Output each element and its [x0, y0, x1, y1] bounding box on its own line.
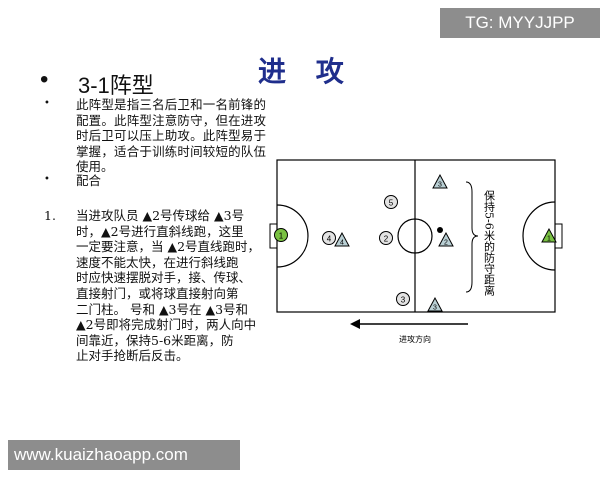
svg-text:3: 3	[401, 296, 406, 305]
bullet-marker: •	[44, 98, 50, 109]
goalkeeper-defender-1: 1	[541, 227, 557, 243]
attacker-5: 5	[384, 195, 398, 209]
defender-3-top: 3	[432, 173, 448, 189]
svg-text:4: 4	[327, 235, 332, 244]
numbered-line: 一定要注意，当 ▲2号直线跑时，	[76, 239, 261, 255]
numbered-marker: 1.	[44, 208, 56, 223]
pitch-outline	[276, 159, 556, 313]
left-penalty-arc	[276, 204, 309, 268]
svg-text:2: 2	[384, 235, 389, 244]
defender-2: 2	[438, 231, 454, 247]
numbered-line: 二门柱。 号和 ▲3号在 ▲3号和	[76, 301, 249, 317]
arrow-head-icon	[350, 319, 360, 329]
svg-text:1: 1	[547, 236, 551, 243]
numbered-line: 直接射门，或将球直接射向第	[76, 286, 239, 301]
numbered-line: 止对手抢断后反击。	[76, 348, 189, 364]
attacker-4: 4	[322, 231, 336, 245]
right-penalty-arc	[522, 201, 556, 271]
attacker-1: 1	[274, 228, 288, 242]
numbered-line: ▲2号即将完成射门时，两人向中	[76, 317, 257, 333]
defender-4: 4	[334, 231, 350, 247]
center-circle	[397, 218, 433, 254]
attacker-2: 2	[379, 231, 393, 245]
ball-icon	[437, 227, 443, 233]
svg-text:3: 3	[438, 182, 442, 189]
formation-description: 此阵型是指三名后卫和一名前锋的配置。此阵型注意防守，但在进攻时后卫可以压上助攻。…	[76, 97, 266, 175]
distance-label: 保持5-6米的防守距离	[483, 189, 496, 297]
svg-text:5: 5	[389, 199, 394, 208]
numbered-line: 间靠近，保持5-6米距离，防	[76, 332, 234, 348]
numbered-line: 当进攻队员 ▲2号传球给 ▲3号	[76, 208, 245, 223]
bullet-marker: •	[44, 174, 50, 185]
direction-label: 进攻方向	[399, 334, 431, 344]
watermark-bottom: www.kuaizhaoapp.com	[8, 440, 240, 470]
distance-bracket	[465, 181, 479, 293]
defender-3-bottom: 3	[427, 296, 443, 312]
heading-text: 3-1阵型	[78, 73, 154, 98]
numbered-line: 时应快速摆脱对手，接、传球、	[76, 270, 252, 286]
numbered-line: 时，▲2号进行直斜线跑，这里	[76, 223, 244, 239]
coordination-label: 配合	[76, 173, 102, 188]
svg-text:2: 2	[444, 240, 448, 247]
page-title: 进 攻	[258, 55, 354, 88]
svg-text:1: 1	[279, 232, 284, 241]
svg-text:4: 4	[340, 240, 344, 247]
numbered-line: 速度不能太快，在进行斜线跑	[76, 254, 239, 270]
svg-text:3: 3	[433, 305, 437, 312]
right-goal	[554, 223, 563, 249]
watermark-top: TG: MYYJJPP	[440, 8, 600, 38]
heading-bullet: •	[40, 66, 49, 93]
attacker-3: 3	[396, 292, 410, 306]
